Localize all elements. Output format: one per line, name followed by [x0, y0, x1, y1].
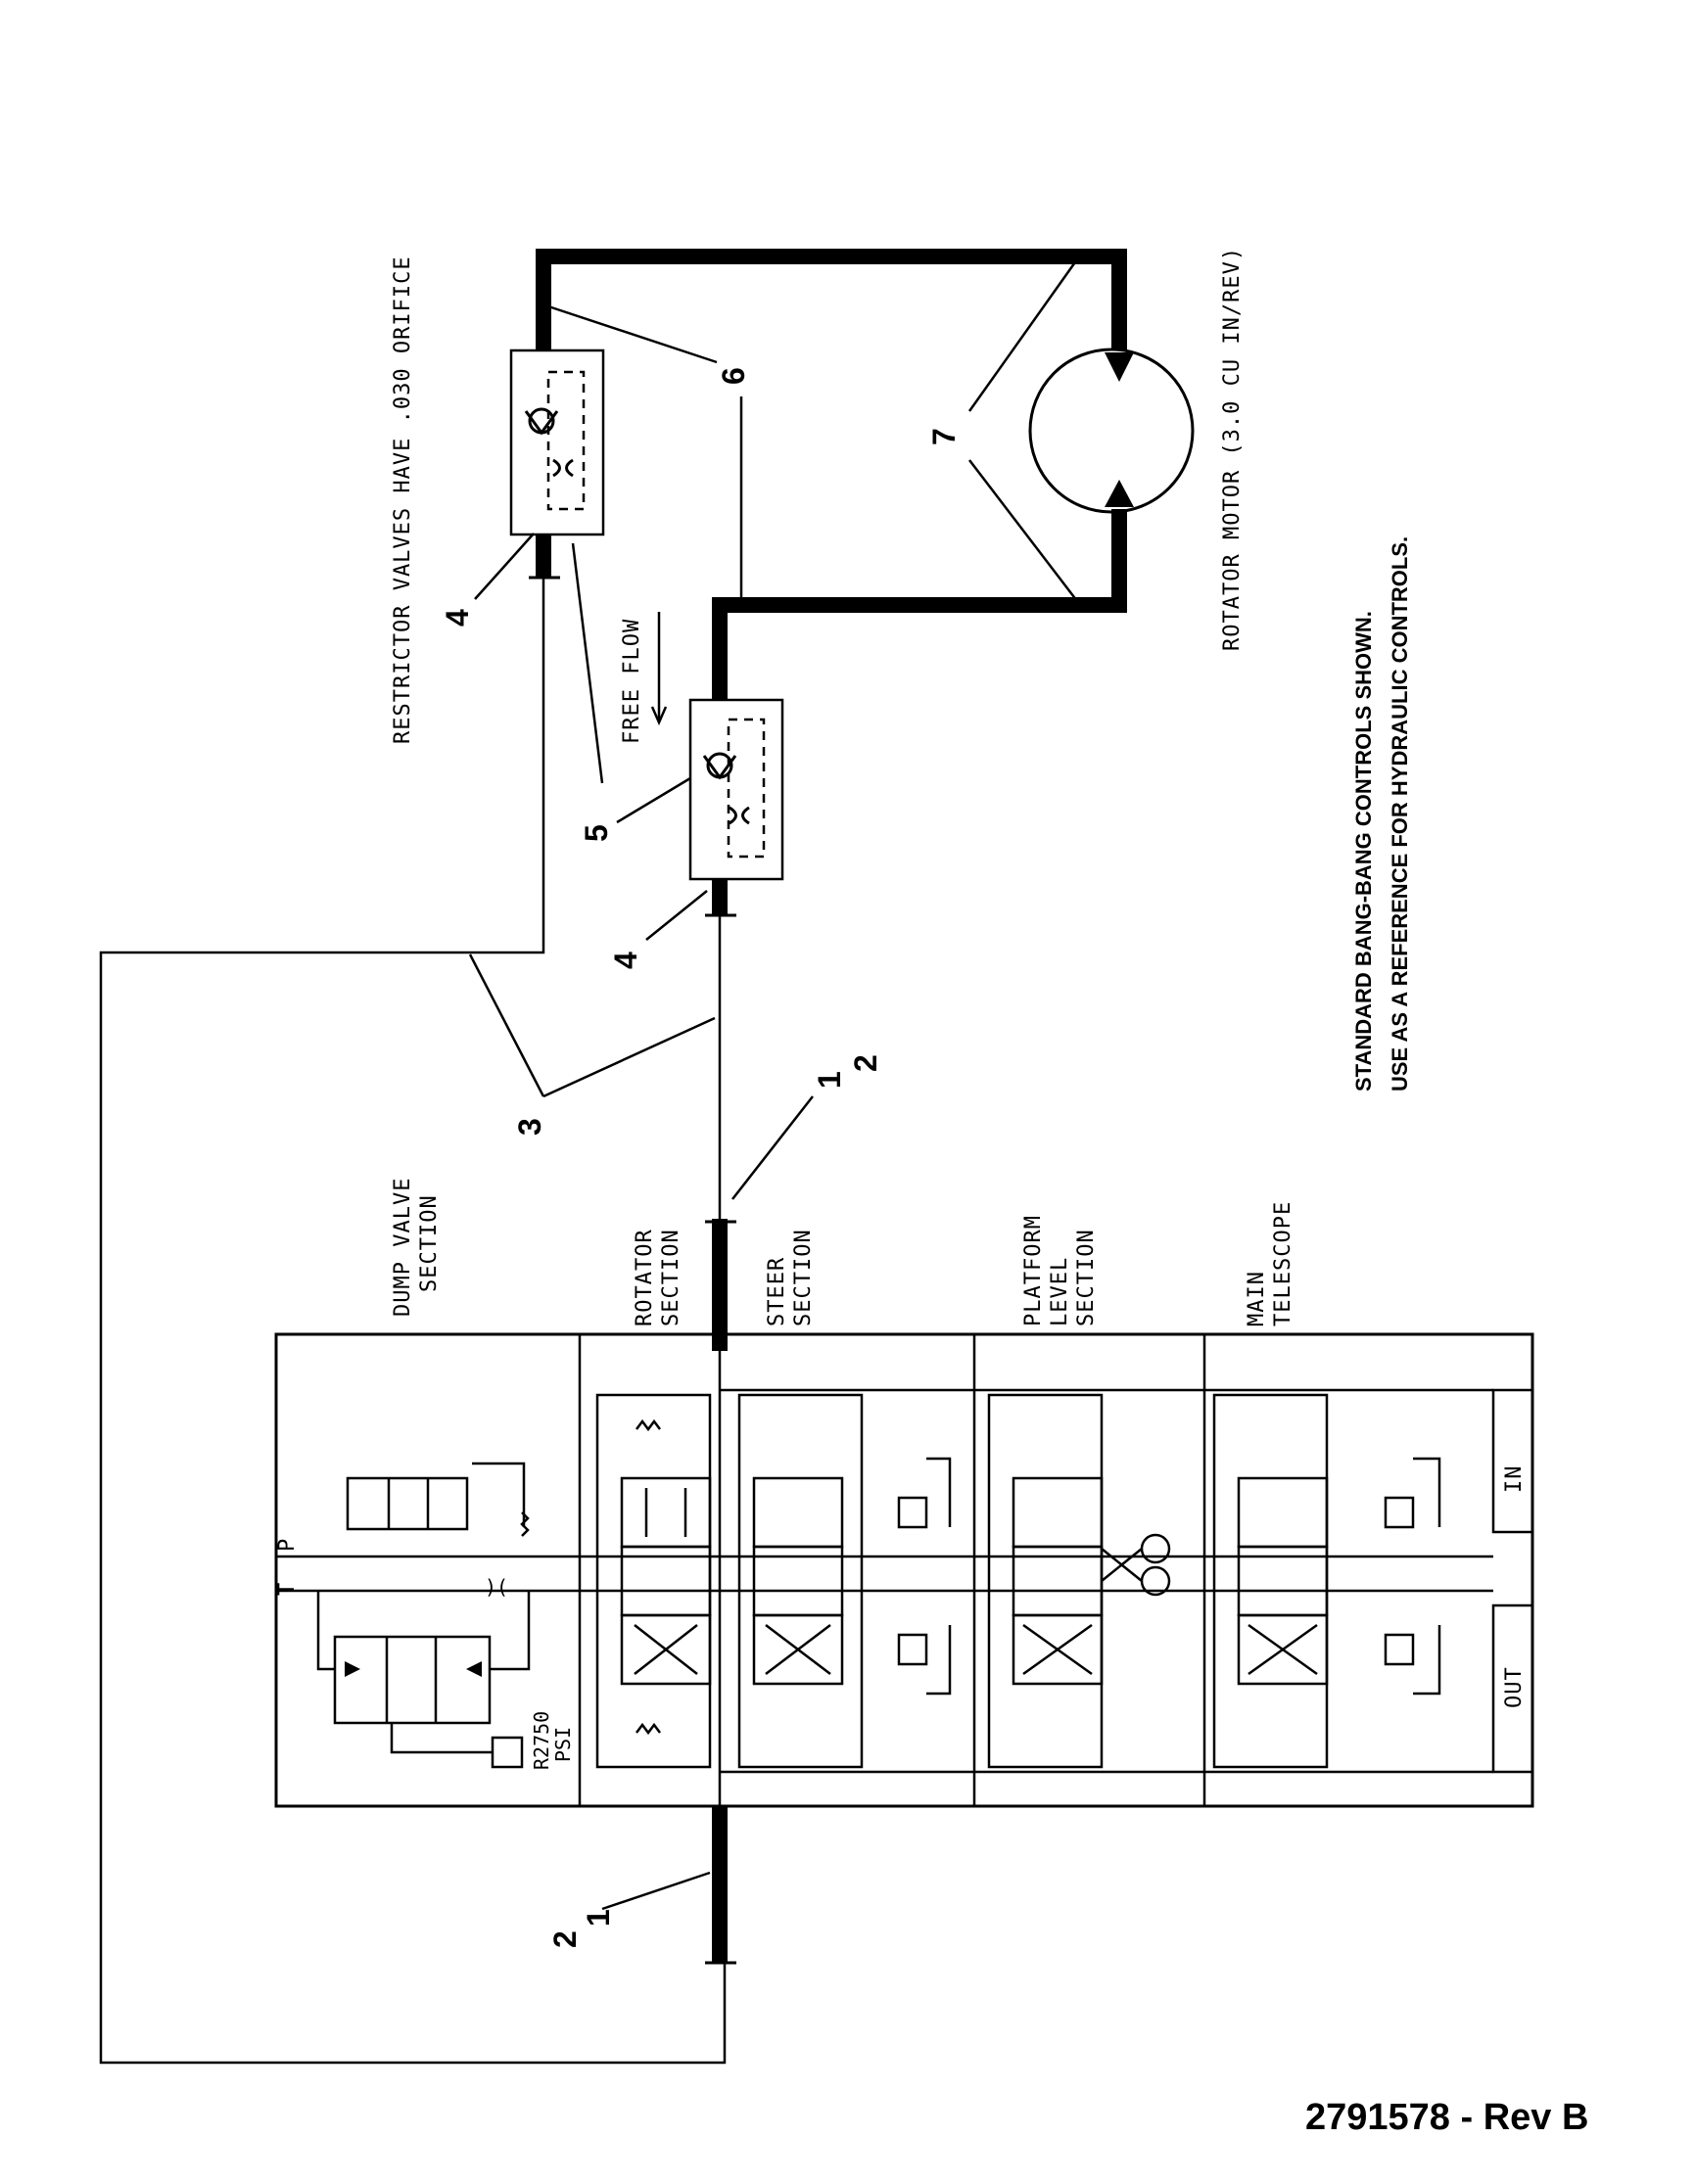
port-t-label: T — [275, 1582, 300, 1596]
platform-label-1: PLATFORM — [1021, 1215, 1046, 1326]
main-telescope-section-spool — [1212, 1393, 1441, 1769]
valve-bank — [274, 1332, 1534, 1808]
port-labels: P T IN OUT R2750 PSI — [275, 1465, 1527, 1771]
steer-label-2: SECTION — [791, 1229, 816, 1326]
rotator-label-1: ROTATOR — [633, 1229, 657, 1326]
platform-level-section-spool — [987, 1393, 1171, 1769]
callout-3: 3 — [512, 1118, 547, 1136]
free-flow-label: FREE FLOW — [620, 619, 644, 744]
callout-7: 7 — [926, 428, 962, 445]
thick-hydraulic-lines — [536, 249, 1127, 1963]
document-number: 2791578 - Rev B — [1305, 2097, 1588, 2138]
port-in-label: IN — [1502, 1465, 1527, 1494]
callout-2-upper: 2 — [848, 1054, 883, 1072]
main-label-1: MAIN — [1245, 1271, 1269, 1326]
callout-6: 6 — [716, 367, 751, 385]
svg-text:)(: )( — [485, 1575, 508, 1599]
dump-valve-label-2: SECTION — [417, 1194, 442, 1292]
steer-section-spool — [737, 1393, 952, 1769]
lower-restrictor-valve — [688, 698, 784, 881]
callout-1-lower: 1 — [581, 1909, 616, 1927]
port-p-label: P — [275, 1538, 300, 1552]
platform-label-2: LEVEL — [1048, 1257, 1072, 1326]
platform-label-3: SECTION — [1074, 1229, 1099, 1326]
dump-valve-internals: )( — [316, 1462, 531, 1769]
callout-2-lower: 2 — [547, 1930, 583, 1948]
note-line-1: STANDARD BANG-BANG CONTROLS SHOWN. — [1351, 611, 1376, 1092]
relief-label-1: R2750 — [530, 1711, 553, 1770]
main-label-2: TELESCOPE — [1271, 1201, 1295, 1326]
note-line-2: USE AS A REFERENCE FOR HYDRAULIC CONTROL… — [1388, 536, 1412, 1092]
callout-4-lower: 4 — [608, 952, 643, 969]
port-out-label: OUT — [1502, 1666, 1527, 1708]
callout-numbers: 6 7 4 5 4 3 1 2 1 2 — [440, 367, 962, 1948]
callout-leaders — [468, 258, 1079, 1911]
restrictor-note: RESTRICTOR VALVES HAVE .030 ORIFICE — [391, 256, 415, 744]
upper-restrictor-valve — [509, 349, 605, 536]
callout-5: 5 — [579, 824, 614, 842]
relief-label-2: PSI — [551, 1727, 575, 1762]
steer-label-1: STEER — [765, 1257, 789, 1326]
section-labels: DUMP VALVE SECTION ROTATOR SECTION STEER… — [391, 1178, 1295, 1326]
rotator-motor — [1028, 348, 1195, 514]
callout-4-upper: 4 — [440, 609, 475, 627]
rotator-label-2: SECTION — [659, 1229, 683, 1326]
thin-hydraulic-lines — [99, 576, 736, 2065]
rotator-motor-label: ROTATOR MOTOR (3.0 CU IN/REV) — [1220, 247, 1245, 651]
rotator-section-spool — [595, 1393, 712, 1769]
dump-valve-label-1: DUMP VALVE — [391, 1178, 415, 1317]
callout-1-upper: 1 — [812, 1071, 847, 1089]
